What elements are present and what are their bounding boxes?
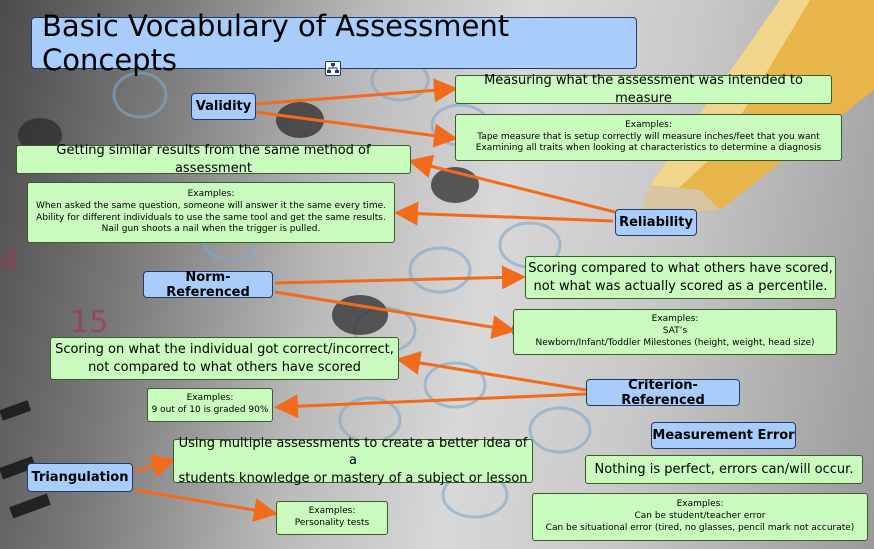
validity-examples: Examples: Tape measure that is setup cor… — [455, 114, 842, 161]
arrow-reliability-definition — [408, 154, 616, 214]
criterion-referenced-label: Criterion-Referenced — [621, 377, 705, 408]
svg-text:15: 15 — [70, 305, 108, 340]
arrow-criterion-examples — [274, 392, 587, 419]
criterion-referenced-node[interactable]: Criterion-Referenced — [586, 377, 740, 408]
arrow-norm-definition — [274, 265, 526, 290]
measurement-error-definition-text: Nothing is perfect, errors can/will occu… — [594, 461, 854, 477]
triangulation-label: Triangulation — [31, 470, 129, 485]
norm-referenced-example: SAT’s — [662, 326, 688, 337]
validity-example: Tape measure that is setup correctly wil… — [477, 131, 820, 142]
criterion-referenced-definition: Scoring on what the individual got corre… — [50, 337, 399, 380]
page-title: Basic Vocabulary of Assessment Concepts — [31, 9, 637, 77]
triangulation-node[interactable]: Triangulation — [27, 463, 133, 492]
triangulation-examples: Examples: Personality tests — [276, 501, 388, 535]
norm-referenced-examples: Examples: SAT’s Newborn/Infant/Toddler M… — [513, 309, 837, 355]
arrow-validity-examples — [254, 110, 458, 148]
measurement-error-examples-heading: Examples: — [676, 499, 724, 510]
reliability-examples: Examples: When asked the same question, … — [27, 182, 395, 243]
measurement-error-examples: Examples: Can be student/teacher error C… — [532, 493, 868, 541]
criterion-referenced-examples-heading: Examples: — [186, 393, 234, 404]
norm-referenced-label: Norm-Referenced — [166, 269, 250, 300]
measurement-error-label: Measurement Error — [652, 428, 795, 443]
reliability-label: Reliability — [619, 215, 693, 230]
arrow-validity-definition — [254, 78, 458, 106]
measurement-error-node[interactable]: Measurement Error — [651, 422, 796, 449]
triangulation-definition-line: Using multiple assessments to create a b… — [178, 435, 528, 469]
arrow-triangulation-examples — [134, 488, 278, 522]
reliability-examples-heading: Examples: — [187, 189, 235, 200]
norm-referenced-examples-heading: Examples: — [651, 314, 699, 325]
norm-referenced-example: Newborn/Infant/Toddler Milestones (heigh… — [535, 337, 815, 348]
validity-example: Examining all traits when looking at cha… — [475, 143, 822, 154]
criterion-referenced-definition-line: not compared to what others have scored — [88, 359, 361, 375]
mind-map-icon[interactable] — [325, 61, 341, 76]
reliability-definition-text: Getting similar results from the same me… — [56, 142, 371, 176]
triangulation-examples-heading: Examples: — [308, 506, 356, 517]
arrow-triangulation-definition — [134, 454, 176, 478]
criterion-referenced-example: 9 out of 10 is graded 90% — [151, 405, 269, 415]
measurement-error-example: Can be student/teacher error — [634, 511, 766, 522]
arrow-reliability-examples — [394, 201, 614, 226]
reliability-node[interactable]: Reliability — [615, 209, 697, 236]
reliability-example: Ability for different individuals to use… — [36, 212, 386, 223]
validity-definition-text: Measuring what the assessment was intend… — [484, 72, 803, 106]
arrow-criterion-definition — [396, 351, 587, 392]
validity-examples-heading: Examples: — [625, 119, 672, 130]
measurement-error-example: Can be situational error (tired, no glas… — [545, 522, 855, 533]
reliability-example: Nail gun shoots a nail when the trigger … — [101, 224, 321, 235]
triangulation-example: Personality tests — [294, 518, 370, 528]
validity-node[interactable]: Validity — [191, 93, 256, 120]
measurement-error-definition: Nothing is perfect, errors can/will occu… — [585, 455, 863, 484]
triangulation-definition: Using multiple assessments to create a b… — [173, 436, 533, 486]
norm-referenced-definition: Scoring compared to what others have sco… — [525, 256, 836, 299]
validity-label: Validity — [195, 99, 252, 114]
reliability-definition: Getting similar results from the same me… — [16, 142, 411, 176]
norm-referenced-definition-line: Scoring compared to what others have sco… — [528, 260, 833, 276]
triangulation-definition-line: students knowledge or mastery of a subje… — [178, 470, 528, 486]
criterion-referenced-definition-line: Scoring on what the individual got corre… — [55, 341, 394, 357]
arrow-norm-examples — [274, 290, 516, 339]
svg-text:4: 4 — [0, 243, 19, 278]
criterion-referenced-examples: Examples: 9 out of 10 is graded 90% — [147, 388, 273, 422]
validity-definition: Measuring what the assessment was intend… — [455, 72, 832, 106]
norm-referenced-node[interactable]: Norm-Referenced — [143, 269, 273, 300]
norm-referenced-definition-line: not what was actually scored as a percen… — [533, 278, 828, 294]
reliability-example: When asked the same question, someone wi… — [35, 200, 387, 211]
